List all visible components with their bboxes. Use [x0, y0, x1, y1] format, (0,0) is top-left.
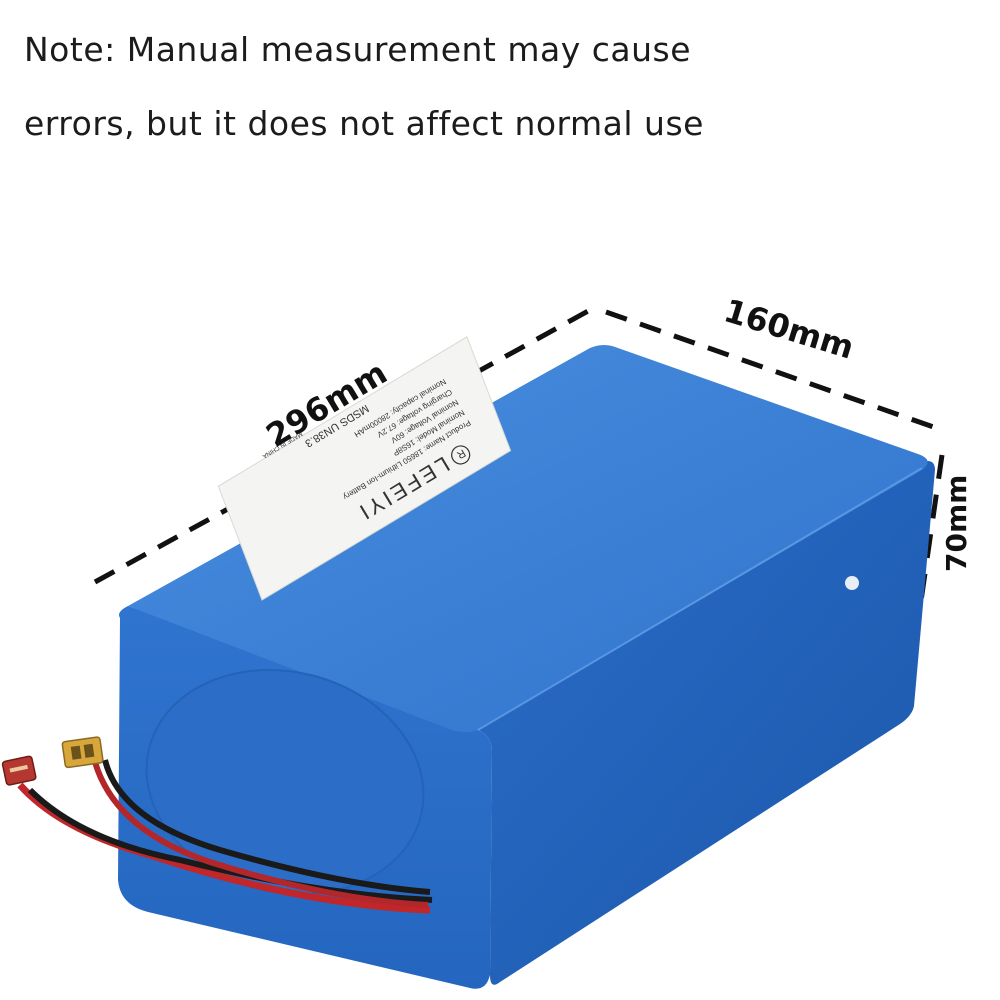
battery-edge-highlight — [477, 467, 923, 731]
red-wire-2 — [92, 761, 429, 908]
battery-leads — [17, 759, 433, 914]
measurement-note-line-2: errors, but it does not affect normal us… — [24, 104, 704, 143]
width-dimension-line — [605, 309, 943, 433]
battery-top-face — [128, 345, 928, 732]
black-wire-2 — [102, 759, 431, 895]
length-dimension-line — [93, 307, 592, 585]
battery-side-face — [478, 461, 935, 985]
xt60-connector — [61, 736, 104, 769]
battery-pack — [118, 345, 935, 989]
black-wire-1 — [27, 787, 433, 903]
deans-connector — [1, 755, 37, 786]
width-label: 160mm — [720, 291, 859, 366]
battery-vent-dot — [845, 576, 859, 590]
measurement-note-line-1: Note: Manual measurement may cause — [24, 30, 692, 69]
height-label: 70mm — [940, 475, 973, 572]
